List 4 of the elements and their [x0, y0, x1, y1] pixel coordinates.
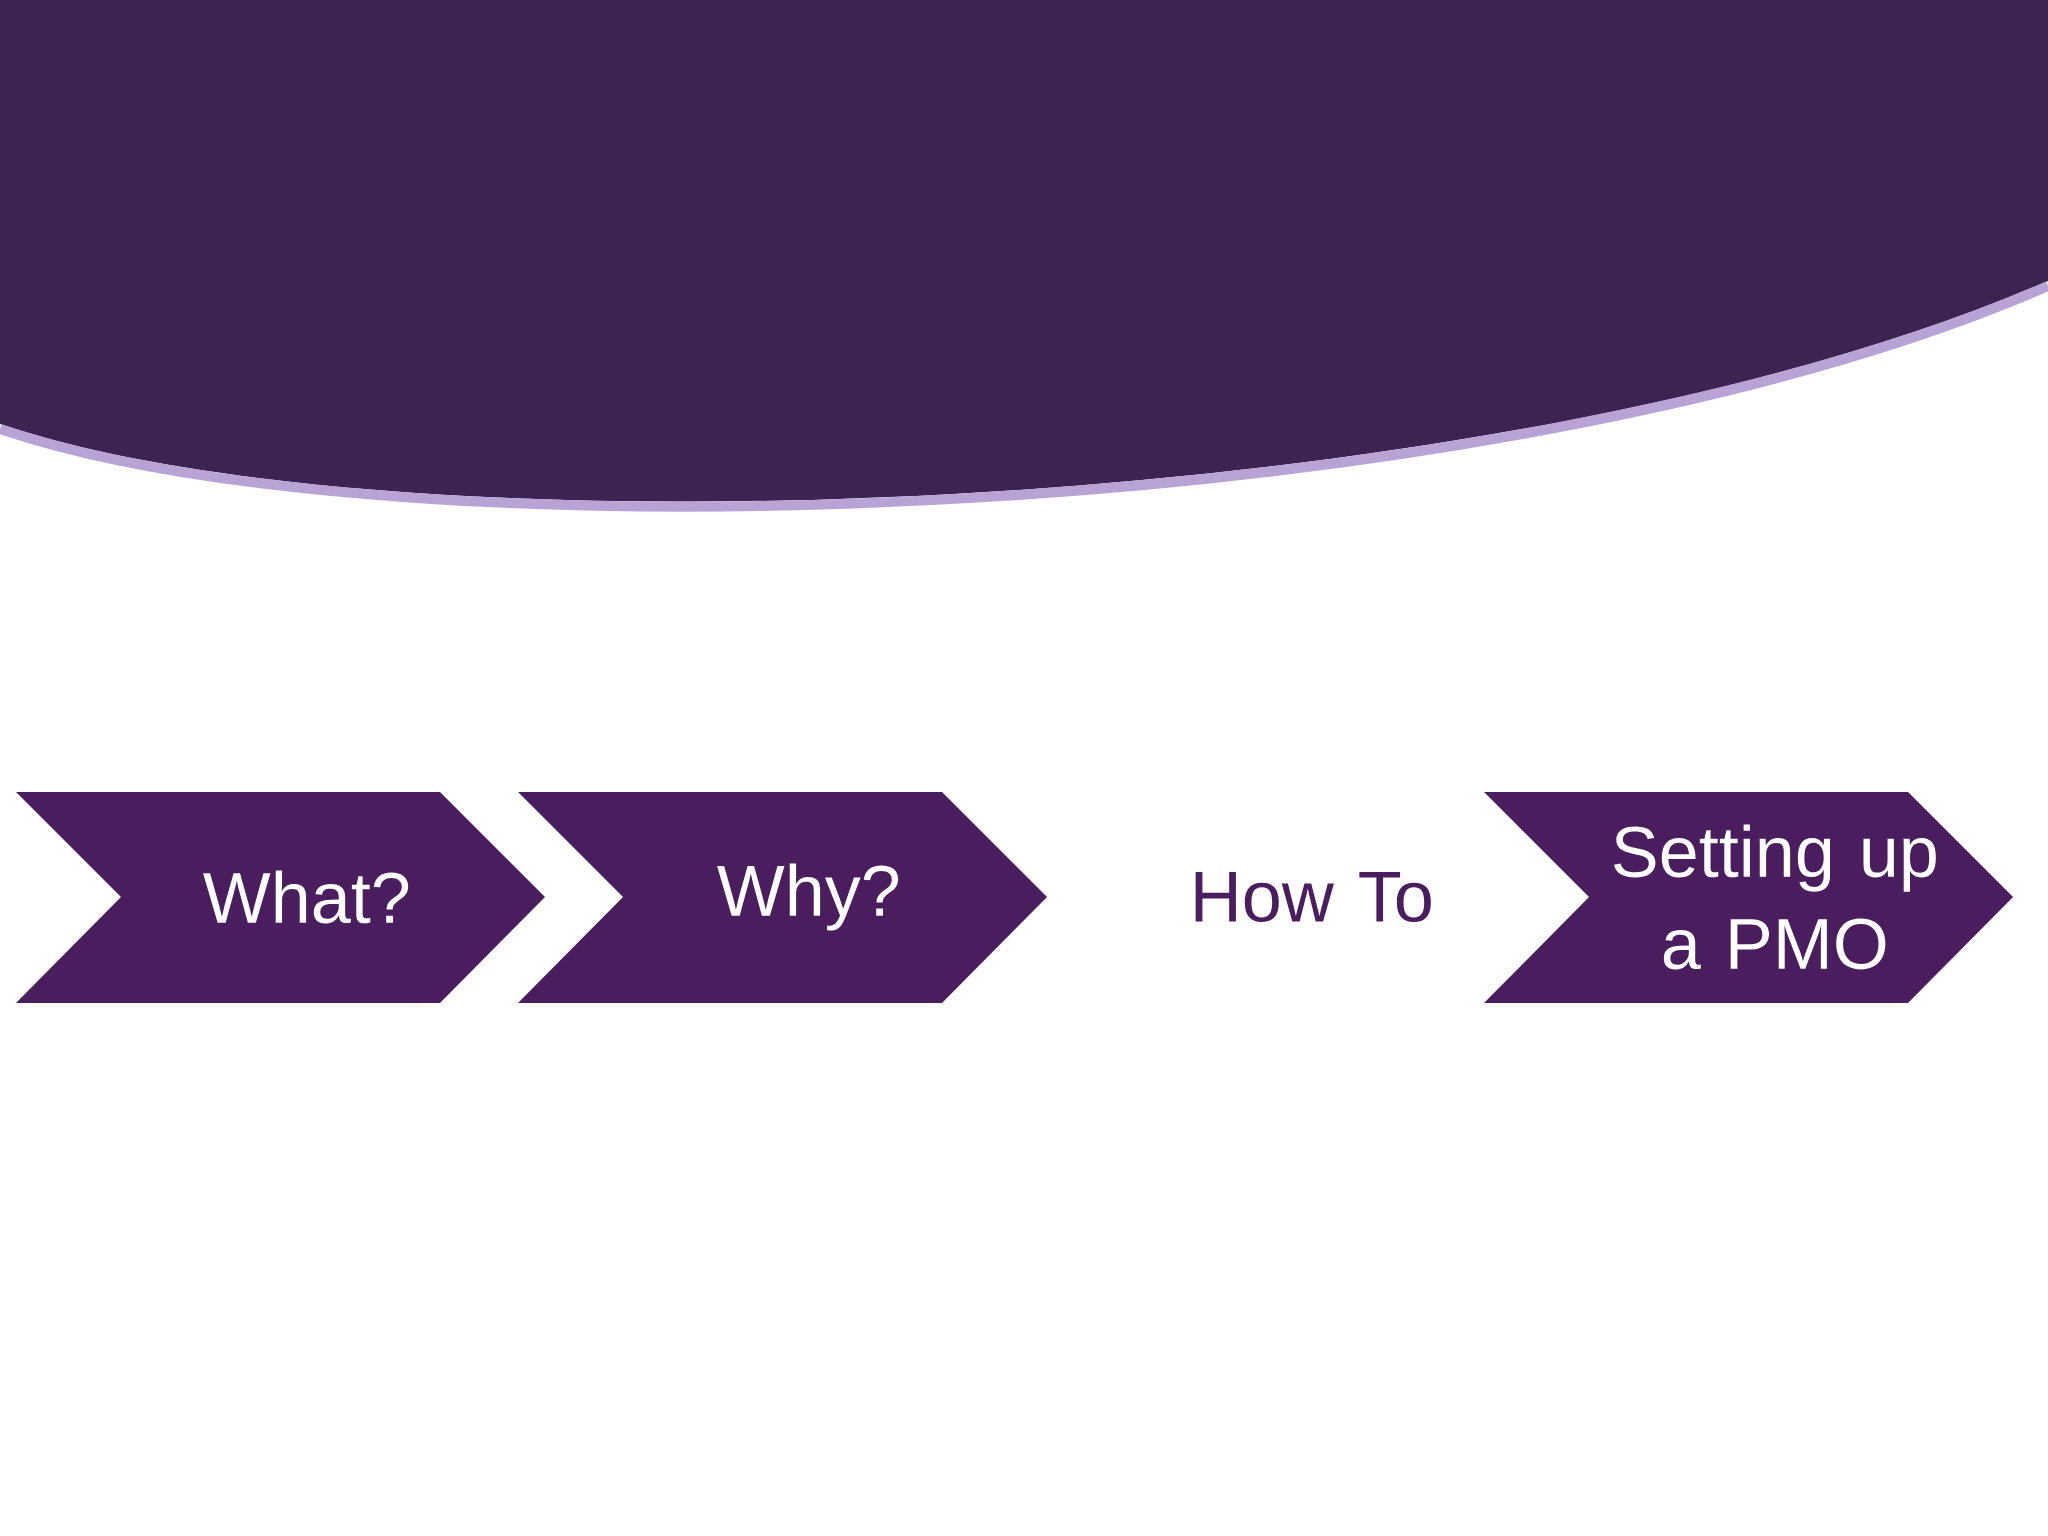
chevron: What?: [16, 792, 545, 1003]
chevron: Setting up a PMO: [1484, 792, 2014, 1003]
chevron: Why?: [518, 792, 1047, 1003]
step-label: How To: [1195, 871, 1431, 923]
